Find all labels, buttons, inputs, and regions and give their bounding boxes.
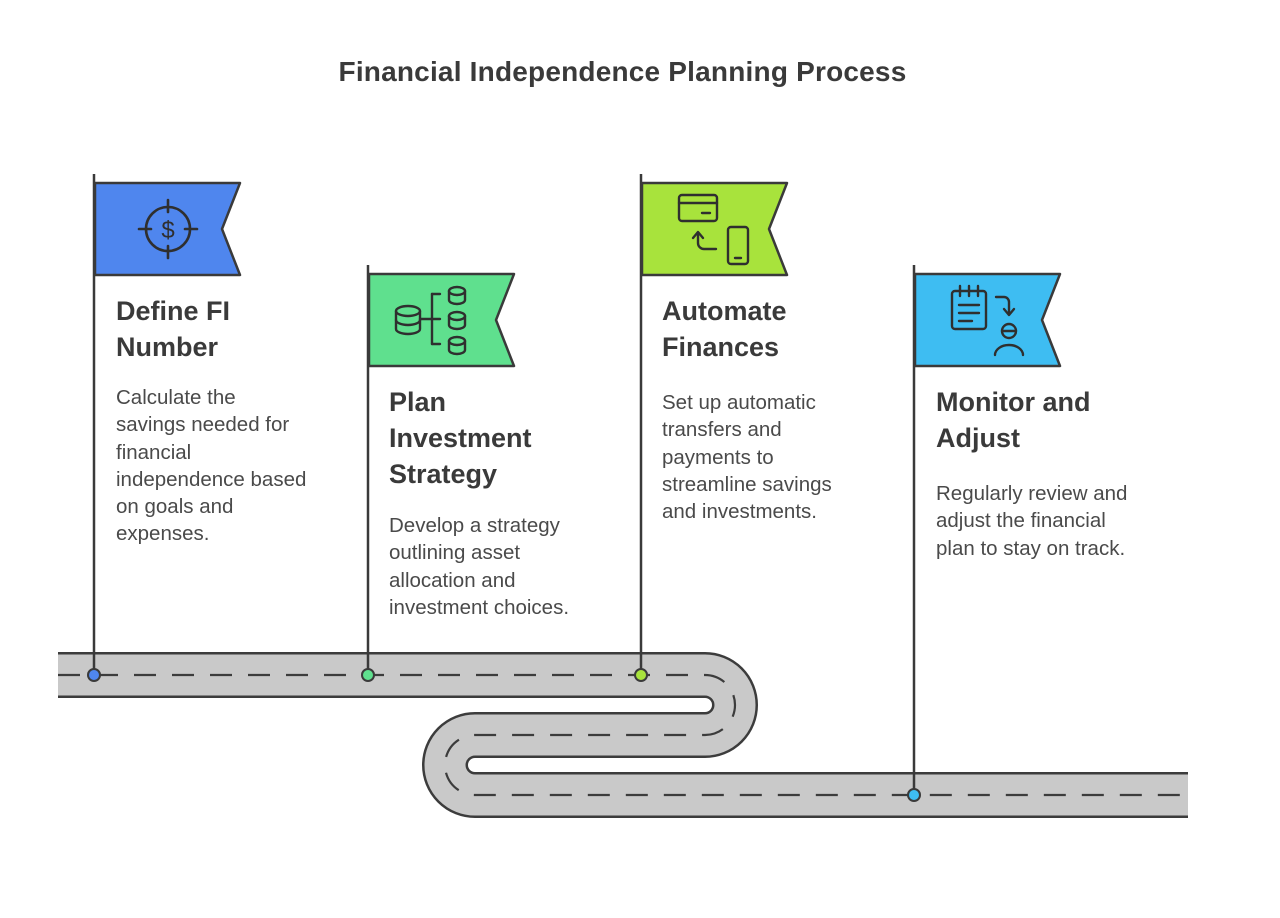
step-3-flag [634,174,789,682]
step-1-description: Calculate the savings needed for financi… [116,386,307,546]
step-3-banner [640,181,789,277]
step-4-marker [907,788,921,802]
step-4-title: Monitor and Adjust [936,387,1091,453]
step-2-description: Develop a strategy outlining asset alloc… [389,514,570,619]
road-left-end [30,640,58,710]
step-3-title: Automate Finances [662,296,787,362]
step-4-description: Regularly review and adjust the financia… [936,482,1128,560]
step-1-title: Define FI Number [116,296,231,362]
step-2-marker [361,668,375,682]
road-center-line [58,673,1188,797]
step-2-title: Plan Investment Strategy [389,387,532,489]
road [30,640,1228,830]
step-3-description: Set up automatic transfers and payments … [662,391,832,524]
database-allocation-icon [394,285,467,356]
road-right-end [1188,760,1228,830]
step-1-banner [93,181,242,277]
checklist-person-icon [950,284,1025,357]
step-3-marker [634,668,648,682]
svg-text:$: $ [161,217,174,244]
diagram-title: Financial Independence Planning Process [338,56,907,87]
card-transfer-phone-icon [677,193,750,266]
step-1-marker [87,668,101,682]
step-4-banner [913,272,1062,368]
step-2-flag [361,265,516,682]
step-1-flag: $ [87,174,242,682]
step-2-banner [367,272,516,368]
road-surface [58,654,1188,816]
step-4-flag [907,265,1062,802]
target-dollar-icon: $ [137,198,199,260]
